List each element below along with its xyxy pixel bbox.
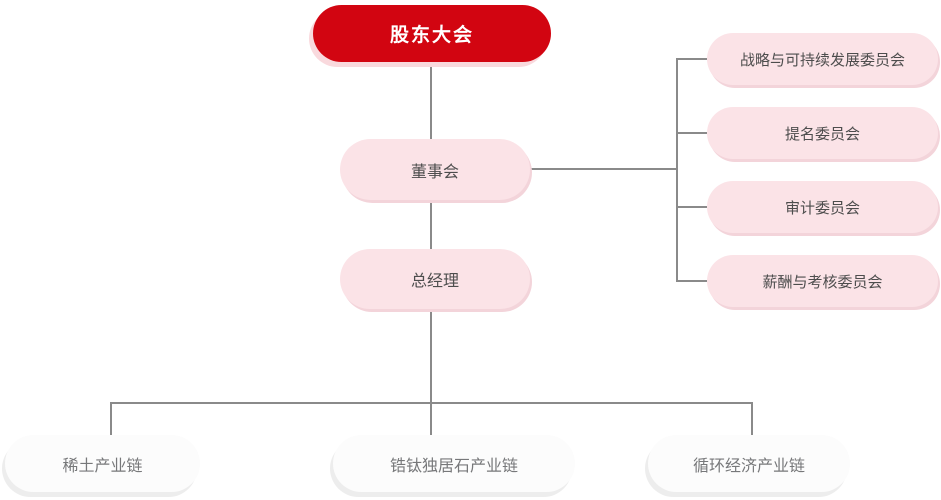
connector-board-to-spine: [530, 168, 677, 170]
node-chain-circular-economy: 循环经济产业链: [648, 435, 850, 492]
connector-stub-committee-4: [676, 280, 707, 282]
node-board-of-directors: 董事会: [340, 139, 530, 200]
node-chain-rare-earth: 稀土产业链: [5, 435, 200, 492]
connector-stub-committee-3: [676, 206, 707, 208]
node-committee-remuneration-assessment: 薪酬与考核委员会: [707, 255, 938, 307]
node-shareholders-meeting: 股东大会: [313, 5, 551, 62]
node-committee-nomination: 提名委员会: [707, 107, 938, 159]
node-committee-strategy-sustainable-development: 战略与可持续发展委员会: [707, 33, 938, 85]
connector-chains-horizontal: [110, 402, 753, 404]
connector-root-to-board: [430, 60, 432, 140]
connector-drop-chain-3: [751, 402, 753, 436]
connector-committee-spine: [676, 58, 678, 282]
connector-stub-committee-1: [676, 58, 707, 60]
node-committee-audit: 审计委员会: [707, 181, 938, 233]
connector-board-to-gm: [430, 199, 432, 250]
connector-drop-chain-1: [110, 402, 112, 436]
connector-stub-committee-2: [676, 132, 707, 134]
node-chain-zirconium-titanium-monazite: 锆钛独居石产业链: [333, 435, 575, 492]
node-general-manager: 总经理: [340, 249, 530, 309]
connector-gm-to-chains: [430, 308, 432, 436]
